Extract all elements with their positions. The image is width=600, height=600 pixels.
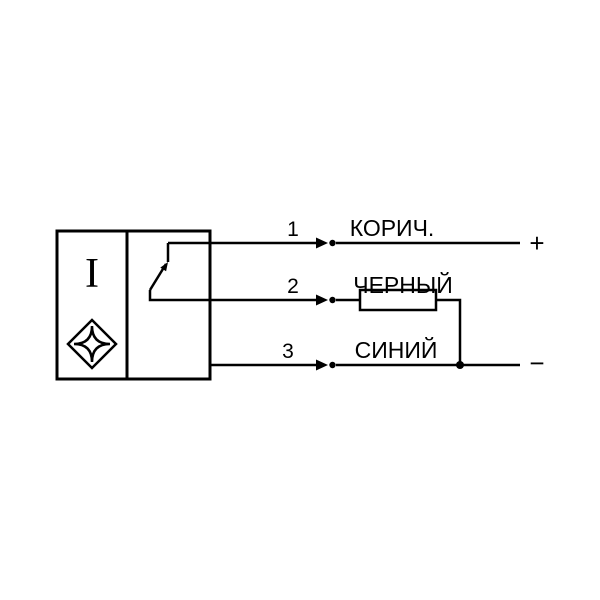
plus-terminal: + bbox=[529, 228, 544, 258]
connector-socket-icon-1 bbox=[329, 239, 336, 247]
sensor-astroid bbox=[73, 325, 111, 363]
connector-pin-icon-3 bbox=[316, 359, 328, 371]
switch-arrowhead-icon bbox=[160, 262, 168, 272]
wire-black-label: ЧЕРНЫЙ bbox=[353, 271, 453, 298]
connector-pin-icon-1 bbox=[316, 237, 328, 249]
wire-1-number: 1 bbox=[287, 218, 299, 241]
wire-2-number: 2 bbox=[287, 275, 299, 298]
wire-blue-label: СИНИЙ bbox=[355, 336, 438, 363]
inductive-sensor-icon bbox=[66, 318, 118, 370]
junction-dot bbox=[456, 361, 464, 369]
wires bbox=[210, 241, 520, 367]
wire-3-number: 3 bbox=[282, 340, 294, 363]
sensor-box bbox=[55, 229, 212, 381]
coil-label: I bbox=[85, 251, 99, 297]
switch-symbol bbox=[148, 241, 210, 302]
switch-bottom-terminal bbox=[148, 290, 210, 302]
sensor-box-outline bbox=[55, 229, 212, 381]
connector-socket-icon-3 bbox=[329, 361, 336, 369]
connector-icons bbox=[316, 237, 336, 371]
wire-2-segment-down bbox=[436, 298, 462, 365]
connector-pin-icon-2 bbox=[316, 294, 328, 306]
connector-socket-icon-2 bbox=[329, 296, 336, 304]
sensor-diamond bbox=[66, 318, 118, 370]
minus-terminal: − bbox=[529, 348, 544, 378]
wire-brown-label: КОРИЧ. bbox=[350, 215, 435, 241]
